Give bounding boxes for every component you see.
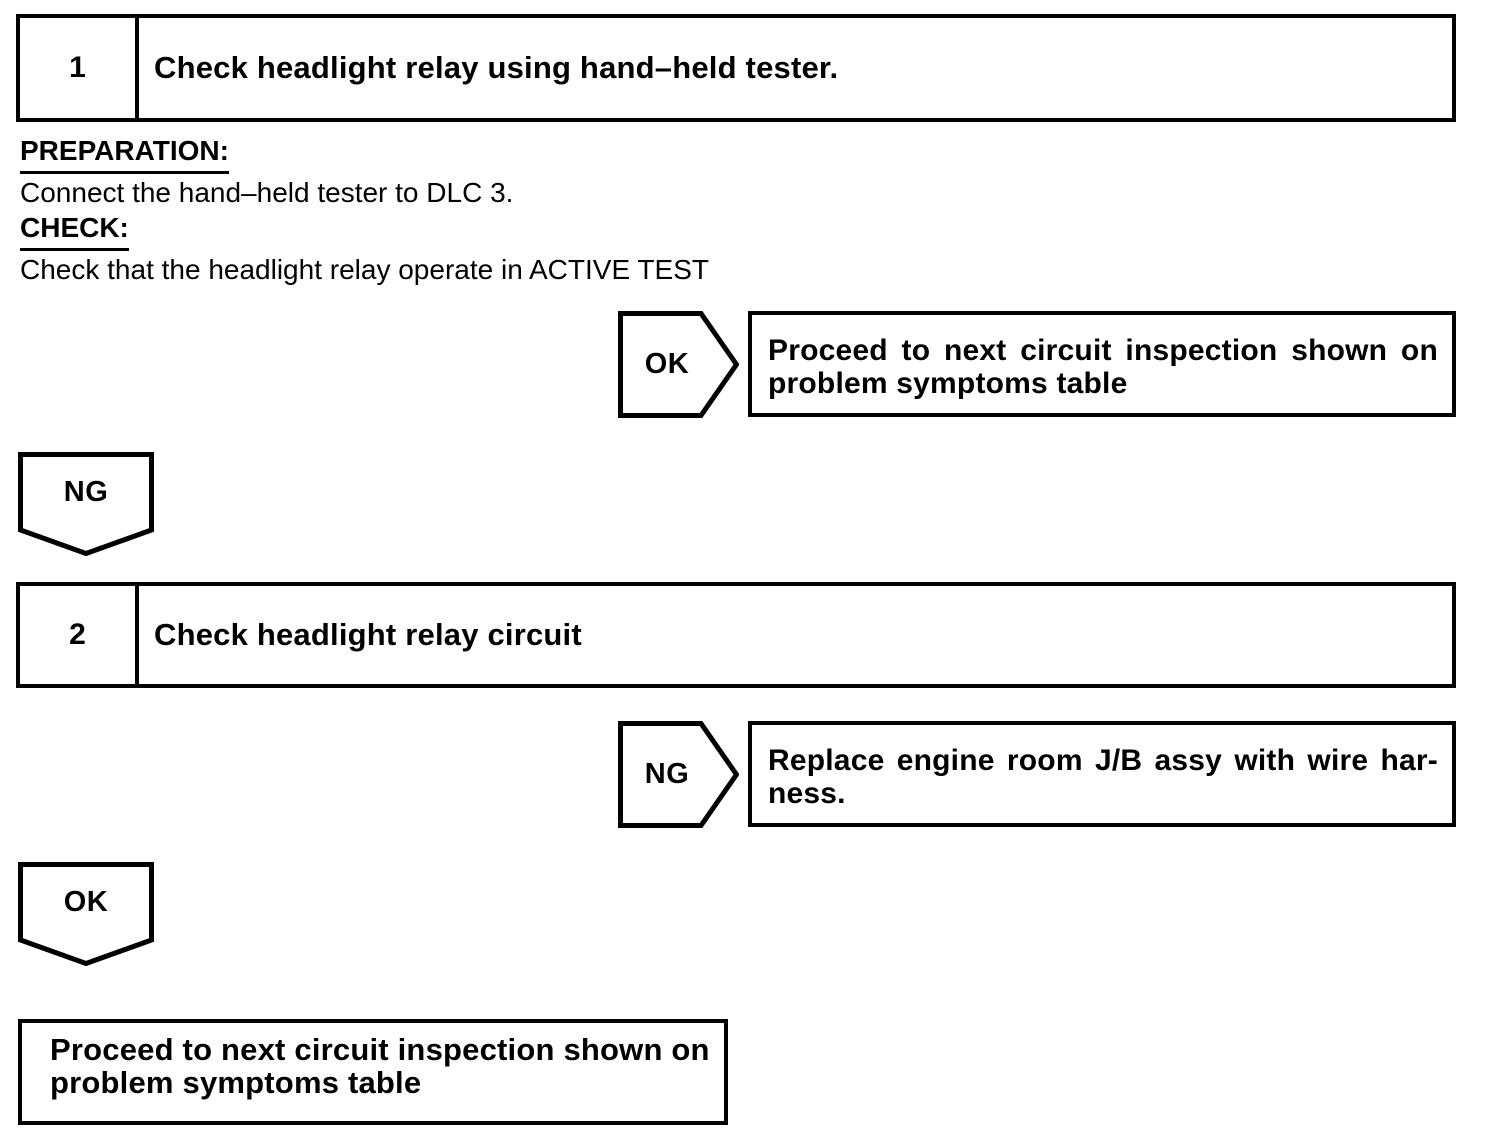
step2-ng-connector: NG (618, 721, 739, 828)
step1-ok-connector: OK (618, 311, 739, 418)
step2-ng-outcome-box: Replace engine room J/B assy with wire h… (748, 721, 1456, 827)
step2-ok-label: OK (63, 885, 109, 918)
step1-ok-outcome-box: Proceed to next circuit inspection shown… (748, 311, 1456, 417)
outcome-line: Proceed to next circuit inspection shown… (50, 1032, 710, 1067)
outcome-line: problem symptoms table (768, 367, 1128, 400)
pentagon-down-icon (18, 452, 154, 556)
outcome-line: Proceed to next circuit inspection shown… (768, 334, 1438, 367)
check-heading: CHECK: (20, 214, 129, 251)
step-1-title: Check headlight relay using hand–held te… (154, 50, 839, 85)
step1-ng-label: NG (63, 475, 109, 508)
step-2-title: Check headlight relay circuit (154, 617, 582, 652)
outcome-line: Replace engine room J/B assy with wire h… (768, 744, 1438, 777)
step-2-number: 2 (20, 586, 139, 684)
preparation-label: PREPARATION: (20, 137, 229, 174)
step-2-box: 2 Check headlight relay circuit (16, 582, 1456, 688)
final-outcome-box: Proceed to next circuit inspection shown… (18, 1019, 728, 1125)
check-text: Check that the headlight relay operate i… (20, 254, 709, 285)
step-1-number: 1 (20, 18, 139, 118)
pentagon-down-icon (18, 862, 154, 966)
pentagon-right-icon (618, 721, 739, 828)
step1-ng-connector: NG (18, 452, 154, 556)
step-1-box: 1 Check headlight relay using hand–held … (16, 14, 1456, 122)
check-label: CHECK: (20, 214, 129, 251)
preparation-heading: PREPARATION: (20, 137, 229, 174)
step2-ng-label: NG (644, 758, 690, 790)
outcome-line: problem symptoms table (50, 1065, 422, 1100)
outcome-line: ness. (768, 777, 846, 810)
preparation-text: Connect the hand–held tester to DLC 3. (20, 177, 514, 208)
pentagon-right-icon (618, 311, 739, 418)
step1-ok-label: OK (644, 348, 690, 380)
step2-ok-connector: OK (18, 862, 154, 966)
